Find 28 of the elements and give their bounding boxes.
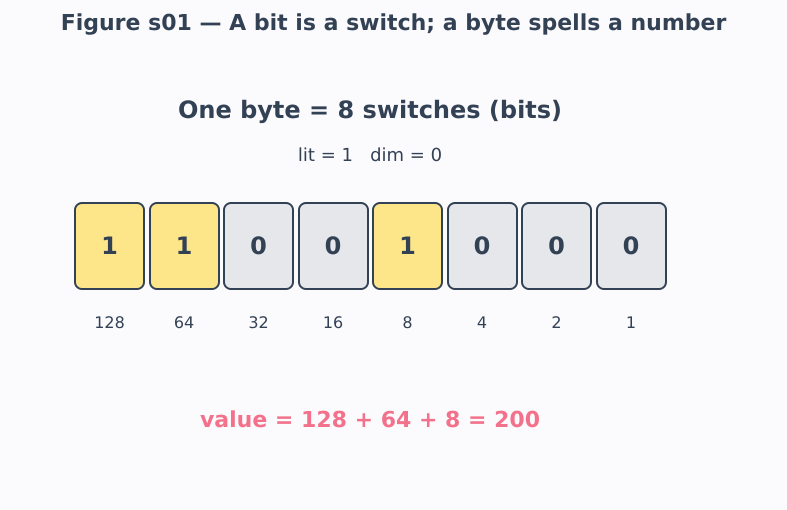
bit-box [298,202,368,290]
bit-digit: 0 [622,232,640,260]
bit-box [596,202,666,290]
bit-digit: 0 [250,232,267,260]
place-value: 4 [476,313,488,332]
place-value: 64 [172,313,196,332]
bit-digit: 0 [474,232,490,260]
bit-box [148,202,220,290]
place-value: 1 [624,313,638,332]
bit-box [372,202,443,290]
bit-digit: 1 [101,232,118,260]
bit-box [446,202,518,290]
place-value: 128 [93,313,126,332]
place-value: 8 [401,313,414,332]
place-value: 32 [247,313,270,332]
figure-title: Figure s01 — A bit is a switch; a byte spells a number [60,11,728,36]
bit-box [521,202,592,290]
section-heading: One byte = 8 switches (bits) [176,96,564,124]
bit-digit: 1 [399,232,416,260]
bit-digit: 0 [324,232,342,260]
place-value: 16 [322,313,344,332]
bit-digit: 0 [548,232,565,260]
bit-box [223,202,294,290]
state-key-text: lit = 1 dim = 0 [296,145,444,166]
sum-equation: value = 128 + 64 + 8 = 200 [198,408,542,433]
bit-digit: 1 [176,232,192,260]
bit-box [74,202,145,290]
place-value: 2 [550,313,563,332]
